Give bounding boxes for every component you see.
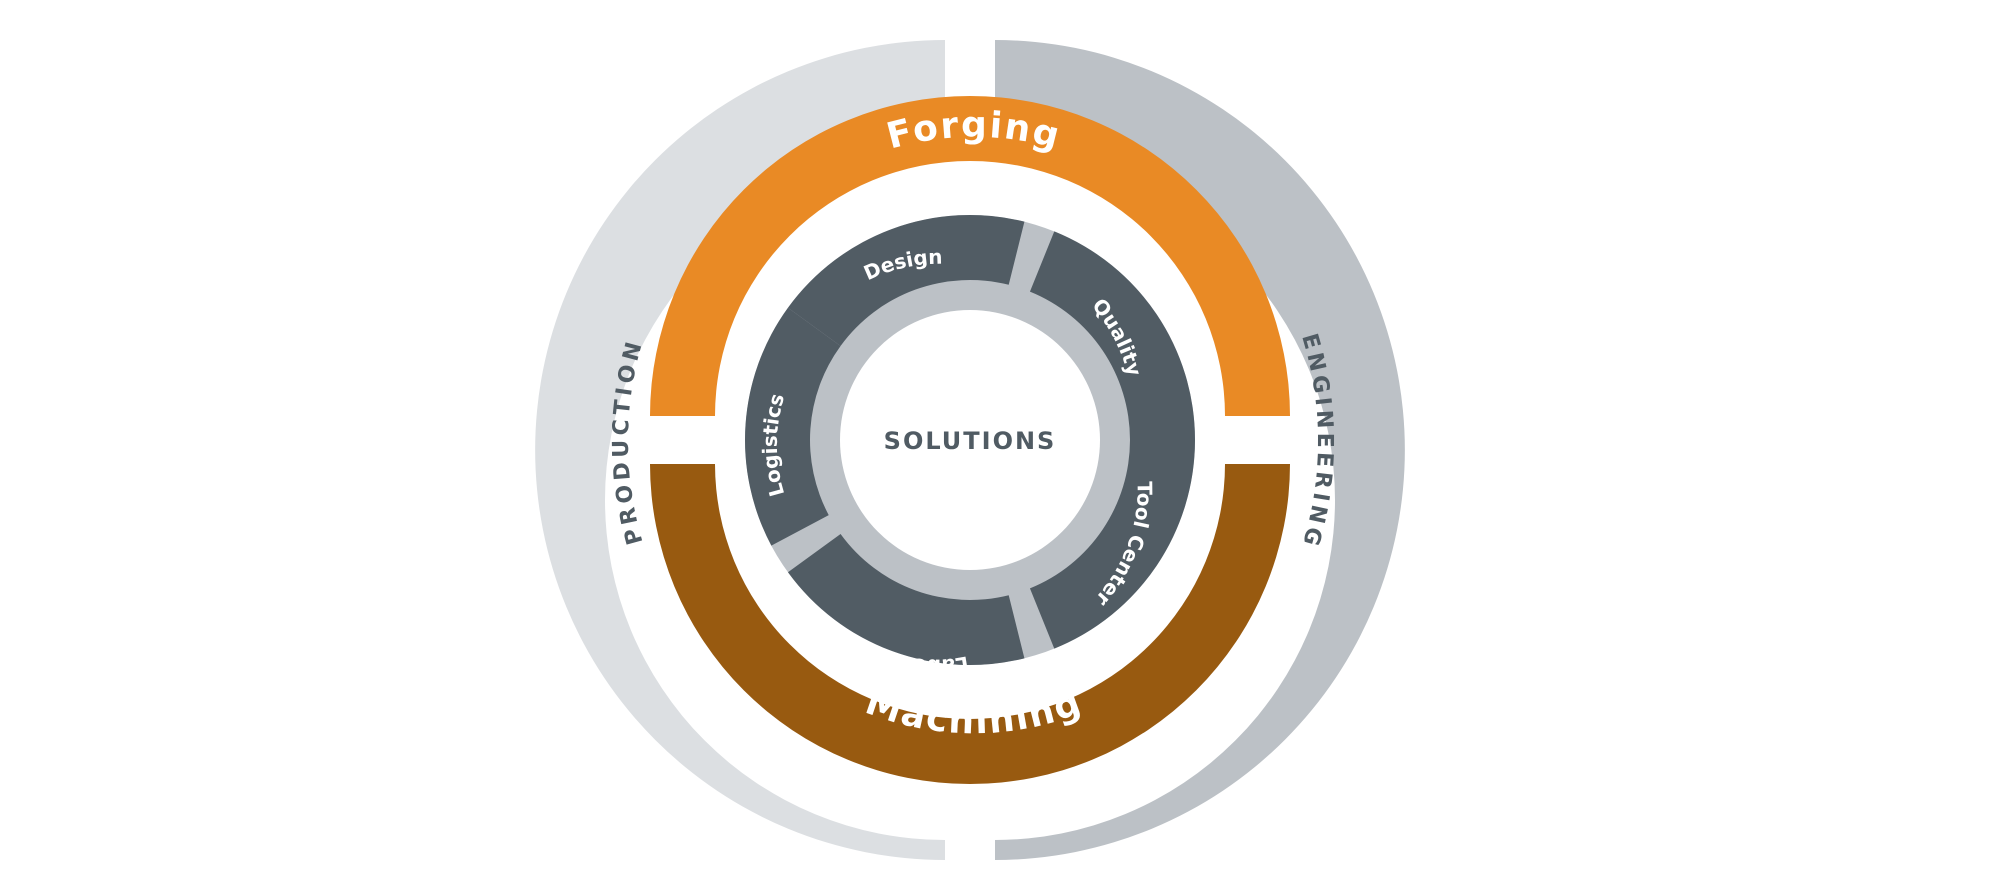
inner-segment-tool-center xyxy=(1029,440,1195,649)
inner-segment-quality xyxy=(1029,231,1195,440)
inner-segment-logistics xyxy=(745,307,841,546)
center-disc xyxy=(840,310,1100,570)
inner-segment-laboratory xyxy=(787,534,1025,666)
outer-segment-production xyxy=(535,40,945,860)
middle-segment-forging xyxy=(650,96,1290,416)
inner-segment-design xyxy=(787,214,1025,346)
middle-segment-machining xyxy=(650,464,1290,784)
outer-segment-engineering xyxy=(995,40,1405,860)
inner-ring xyxy=(745,214,1195,666)
outer-ring xyxy=(535,40,1405,860)
center-label: SOLUTIONS xyxy=(884,427,1057,455)
middle-ring xyxy=(650,96,1290,784)
